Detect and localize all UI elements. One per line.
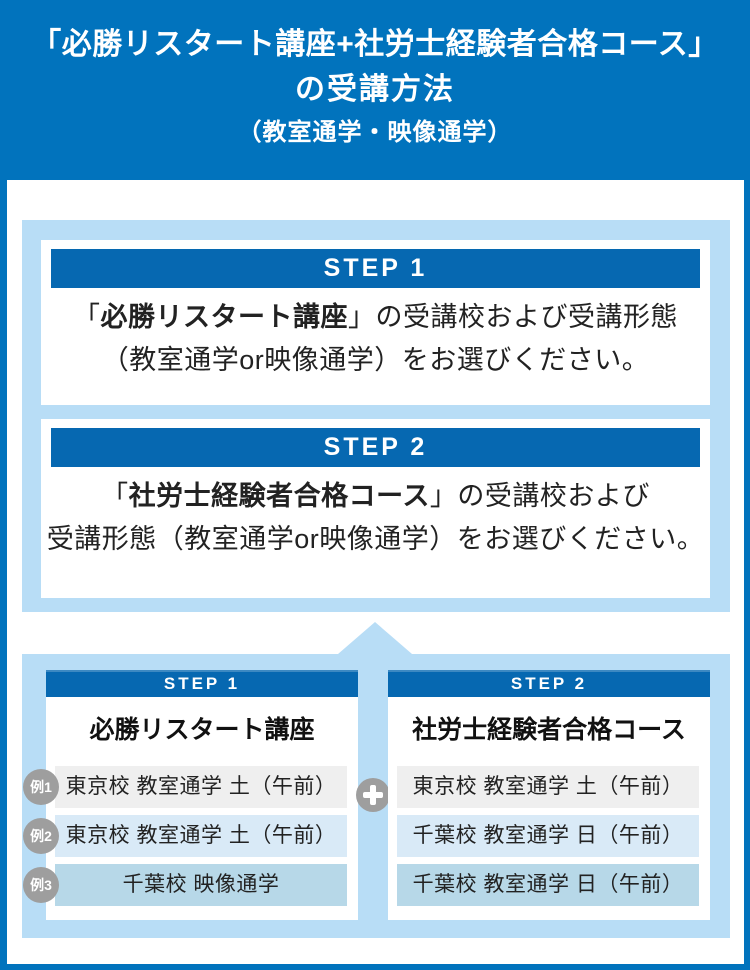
page-header: 「必勝リスタート講座+社労士経験者合格コース」 の受講方法 （教室通学・映像通学… <box>0 0 750 180</box>
page-title-line1: 「必勝リスタート講座+社労士経験者合格コース」 <box>31 28 719 61</box>
example-row: 千葉校 教室通学 日（午前） <box>397 815 699 857</box>
example-row-label: 千葉校 教室通学 日（午前） <box>412 873 684 896</box>
example-step2-header-bar: STEP 2 <box>388 670 710 697</box>
page-title-line2: の受講方法 <box>295 73 455 106</box>
example-row-label: 東京校 教室通学 土（午前） <box>65 775 337 798</box>
example-step1-rows: 例1 東京校 教室通学 土（午前） 例2 東京校 教室通学 土（午前） 例3 千… <box>23 766 347 913</box>
example-step1-course-title: 必勝リスタート講座 <box>89 716 315 744</box>
step2-text-line2: 受講形態（教室通学or映像通学）をお選びください。 <box>46 524 705 554</box>
steps-panel: STEP 1 「必勝リスタート講座」の受講校および受講形態 （教室通学or映像通… <box>22 220 730 612</box>
example-row: 千葉校 教室通学 日（午前） <box>397 864 699 906</box>
example-card-step1: STEP 1 必勝リスタート講座 例1 東京校 教室通学 土（午前） 例2 東京… <box>23 670 358 920</box>
examples-panel: STEP 1 必勝リスタート講座 例1 東京校 教室通学 土（午前） 例2 東京… <box>22 654 730 938</box>
example-step1-header-bar: STEP 1 <box>46 670 358 697</box>
step1-text-prefix: 「 <box>73 302 101 332</box>
arrow-up-icon <box>338 622 412 654</box>
example-row-label: 千葉校 映像通学 <box>122 873 280 896</box>
step1-header-bar: STEP 1 <box>51 249 700 288</box>
step2-text-suffix: 」の受講校および <box>429 481 650 511</box>
step1-box: STEP 1 「必勝リスタート講座」の受講校および受講形態 （教室通学or映像通… <box>41 240 710 405</box>
plus-icon <box>356 778 390 812</box>
step1-text-suffix: 」の受講校および受講形態 <box>348 302 678 332</box>
example-row: 例3 千葉校 映像通学 <box>23 864 347 906</box>
step2-header-bar: STEP 2 <box>51 428 700 467</box>
example-row-label: 千葉校 教室通学 日（午前） <box>412 824 684 847</box>
example-row-label: 東京校 教室通学 土（午前） <box>65 824 337 847</box>
step1-description: 「必勝リスタート講座」の受講校および受講形態 （教室通学or映像通学）をお選びく… <box>45 296 706 382</box>
example-row: 東京校 教室通学 土（午前） <box>397 766 699 808</box>
step1-text-line2: （教室通学or映像通学）をお選びください。 <box>101 345 650 375</box>
step2-course-name: 社労士経験者合格コース <box>128 481 430 511</box>
example-card-step2: STEP 2 社労士経験者合格コース 東京校 教室通学 土（午前） 千葉校 教室… <box>388 670 710 920</box>
example2-badge: 例2 <box>23 818 59 854</box>
step2-text-prefix: 「 <box>101 481 129 511</box>
step2-description: 「社労士経験者合格コース」の受講校および 受講形態（教室通学or映像通学）をお選… <box>45 475 706 561</box>
example-step2-course-title: 社労士経験者合格コース <box>412 716 686 744</box>
example3-badge: 例3 <box>23 867 59 903</box>
example-row-label: 東京校 教室通学 土（午前） <box>412 775 684 798</box>
step2-box: STEP 2 「社労士経験者合格コース」の受講校および 受講形態（教室通学or映… <box>41 419 710 598</box>
example1-badge: 例1 <box>23 769 59 805</box>
page-subtitle: （教室通学・映像通学） <box>237 119 513 146</box>
step1-course-name: 必勝リスタート講座 <box>100 302 348 332</box>
example-row: 例2 東京校 教室通学 土（午前） <box>23 815 347 857</box>
example-row: 例1 東京校 教室通学 土（午前） <box>23 766 347 808</box>
example-step2-rows: 東京校 教室通学 土（午前） 千葉校 教室通学 日（午前） 千葉校 教室通学 日… <box>397 766 699 913</box>
